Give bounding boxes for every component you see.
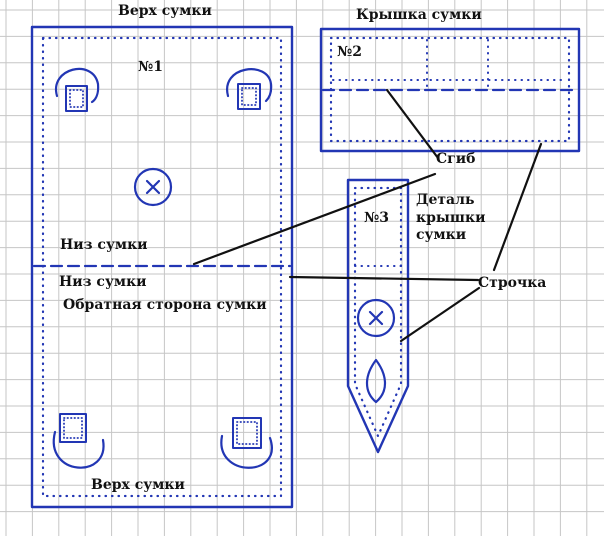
part-1-outline <box>30 25 294 509</box>
label-bag-bottom-2: Низ сумки <box>59 274 147 290</box>
label-bag-top: Верх сумки <box>118 3 212 19</box>
label-flap-part: Деталь крышки сумки <box>416 192 486 243</box>
strap-loop-icon <box>52 413 105 469</box>
leader-stitch-to-strap <box>399 286 481 343</box>
strap-loop-icon <box>226 68 273 110</box>
part-3-stitching <box>353 186 403 438</box>
button-marker-icon <box>356 298 396 338</box>
part-2-flap <box>319 27 581 153</box>
label-part-2: №2 <box>337 44 362 60</box>
part-3-flap-strap <box>346 178 410 454</box>
leader-stitch-to-flap <box>492 142 543 272</box>
part-3-outline <box>346 178 410 454</box>
leader-fold-to-flap <box>385 88 440 160</box>
button-marker-icon <box>133 167 173 207</box>
leader-lines <box>192 88 543 343</box>
label-stitching: Строчка <box>478 275 547 291</box>
leader-stitch-to-body <box>288 275 480 282</box>
label-bag-top-bottom: Верх сумки <box>91 477 185 493</box>
label-part-3: №3 <box>364 210 389 226</box>
part-1-bag-body <box>30 25 294 509</box>
label-bag-flap: Крышка сумки <box>356 7 482 23</box>
buttonhole-icon <box>365 358 387 404</box>
leader-fold-to-strap <box>192 172 437 266</box>
label-bag-bottom-1: Низ сумки <box>60 237 148 253</box>
part-2-outline <box>319 27 581 153</box>
label-bag-back: Обратная сторона сумки <box>63 297 267 313</box>
strap-loop-icon <box>220 417 273 469</box>
label-fold: Сгиб <box>436 151 476 167</box>
label-part-1: №1 <box>138 59 163 75</box>
strap-loop-icon <box>54 67 100 112</box>
